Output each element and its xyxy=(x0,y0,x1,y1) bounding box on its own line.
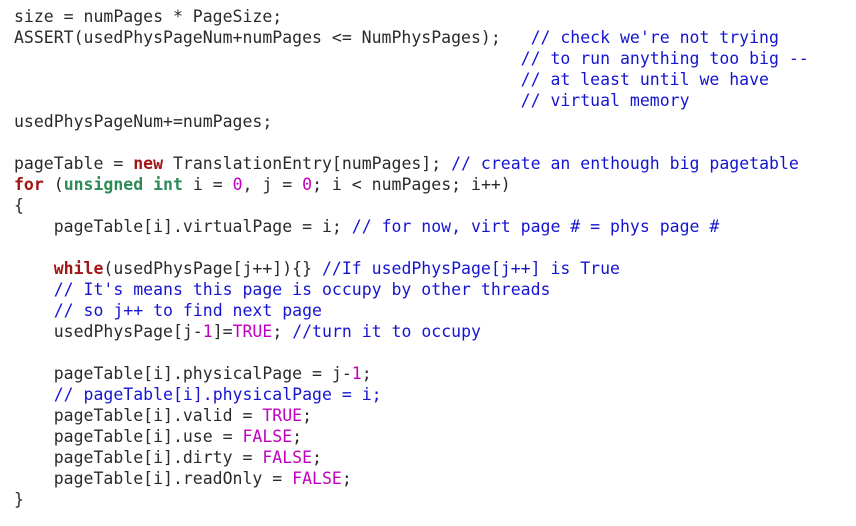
code-line: size = numPages * PageSize; xyxy=(14,6,809,27)
code-token-comment: // pageTable[i].physicalPage = i; xyxy=(53,385,382,404)
code-token-plain: ]= xyxy=(212,322,233,341)
code-line xyxy=(14,132,809,153)
code-token-plain: size = numPages * PageSize; xyxy=(14,7,283,26)
code-token-plain: i = xyxy=(182,175,233,194)
code-token-plain: ; xyxy=(361,364,372,383)
code-token-comment: // so j++ to find next page xyxy=(53,301,322,320)
code-token-plain: pageTable[i].virtualPage = i; xyxy=(14,217,352,236)
code-line: ASSERT(usedPhysPageNum+numPages <= NumPh… xyxy=(14,27,809,48)
code-line: pageTable[i].virtualPage = i; // for now… xyxy=(14,216,809,237)
code-token-plain: ; xyxy=(292,427,303,446)
code-token-keyword: new xyxy=(133,154,164,173)
code-token-plain: { xyxy=(14,196,24,215)
code-token-plain xyxy=(14,259,54,278)
code-token-comment: // check we're not trying xyxy=(530,28,779,47)
code-token-plain: pageTable[i].valid = xyxy=(14,406,263,425)
code-line: pageTable[i].valid = TRUE; xyxy=(14,405,809,426)
code-line: usedPhysPage[j-1]=TRUE; //turn it to occ… xyxy=(14,321,809,342)
code-token-constant: TRUE xyxy=(262,406,303,425)
code-token-plain: ; xyxy=(302,406,313,425)
code-token-plain xyxy=(14,49,521,68)
code-token-keyword: while xyxy=(53,259,104,278)
code-token-plain: usedPhysPage[j- xyxy=(14,322,203,341)
code-token-constant: FALSE xyxy=(262,448,313,467)
code-token-constant: FALSE xyxy=(292,469,342,488)
code-token-plain: ; xyxy=(312,448,322,467)
code-token-comment: // It's means this page is occupy by oth… xyxy=(53,280,551,299)
code-token-plain: ; i < numPages; i++) xyxy=(312,175,511,194)
code-token-number: 0 xyxy=(232,175,243,194)
code-token-comment: //If usedPhysPage[j++] is True xyxy=(321,259,620,278)
code-token-plain: pageTable[i].physicalPage = j- xyxy=(14,364,352,383)
code-token-comment: // for now, virt page # = phys page # xyxy=(351,217,720,236)
code-token-plain xyxy=(14,280,54,299)
code-line: while(usedPhysPage[j++]){} //If usedPhys… xyxy=(14,258,809,279)
code-line: } xyxy=(14,489,809,510)
code-line: // It's means this page is occupy by oth… xyxy=(14,279,809,300)
code-token-plain: (usedPhysPage[j++]){} xyxy=(103,259,322,278)
code-token-plain: pageTable[i].readOnly = xyxy=(14,469,293,488)
code-token-plain: ; xyxy=(341,469,352,488)
code-line: pageTable[i].readOnly = FALSE; xyxy=(14,468,809,489)
code-token-plain: TranslationEntry[numPages]; xyxy=(163,154,452,173)
code-token-comment: // virtual memory xyxy=(520,91,690,110)
code-line: // so j++ to find next page xyxy=(14,300,809,321)
code-line: pageTable[i].physicalPage = j-1; xyxy=(14,363,809,384)
code-line xyxy=(14,342,809,363)
code-line: // pageTable[i].physicalPage = i; xyxy=(14,384,809,405)
code-token-plain: pageTable = xyxy=(14,154,134,173)
code-token-constant: TRUE xyxy=(232,322,273,341)
code-token-comment: // create an enthough big pagetable xyxy=(451,154,799,173)
code-token-plain xyxy=(14,70,521,89)
code-line: pageTable = new TranslationEntry[numPage… xyxy=(14,153,809,174)
code-token-plain: usedPhysPageNum+=numPages; xyxy=(14,112,273,131)
code-line: // virtual memory xyxy=(14,90,809,111)
code-token-plain xyxy=(14,301,54,320)
code-token-plain xyxy=(14,385,54,404)
code-token-plain: ASSERT(usedPhysPageNum+numPages <= NumPh… xyxy=(14,28,531,47)
code-token-plain xyxy=(14,91,521,110)
code-token-plain: } xyxy=(14,490,24,509)
code-token-plain: , j = xyxy=(242,175,303,194)
code-token-plain: ; xyxy=(272,322,293,341)
code-token-plain: pageTable[i].dirty = xyxy=(14,448,263,467)
code-token-comment: //turn it to occupy xyxy=(292,322,481,341)
code-token-plain: pageTable[i].use = xyxy=(14,427,243,446)
code-token-comment: // at least until we have xyxy=(520,70,769,89)
code-line: usedPhysPageNum+=numPages; xyxy=(14,111,809,132)
code-token-type: unsigned int xyxy=(63,175,183,194)
code-line: { xyxy=(14,195,809,216)
code-token-constant: FALSE xyxy=(242,427,293,446)
code-token-number: 0 xyxy=(302,175,313,194)
code-line: pageTable[i].dirty = FALSE; xyxy=(14,447,809,468)
code-token-number: 1 xyxy=(351,364,362,383)
code-token-plain: ( xyxy=(43,175,64,194)
code-line: pageTable[i].use = FALSE; xyxy=(14,426,809,447)
code-block: size = numPages * PageSize; ASSERT(usedPh… xyxy=(14,6,809,510)
code-token-number: 1 xyxy=(202,322,213,341)
code-line: // at least until we have xyxy=(14,69,809,90)
code-line: // to run anything too big -- xyxy=(14,48,809,69)
code-token-comment: // to run anything too big -- xyxy=(520,49,809,68)
code-line: for (unsigned int i = 0, j = 0; i < numP… xyxy=(14,174,809,195)
code-line xyxy=(14,237,809,258)
code-token-keyword: for xyxy=(14,175,44,194)
